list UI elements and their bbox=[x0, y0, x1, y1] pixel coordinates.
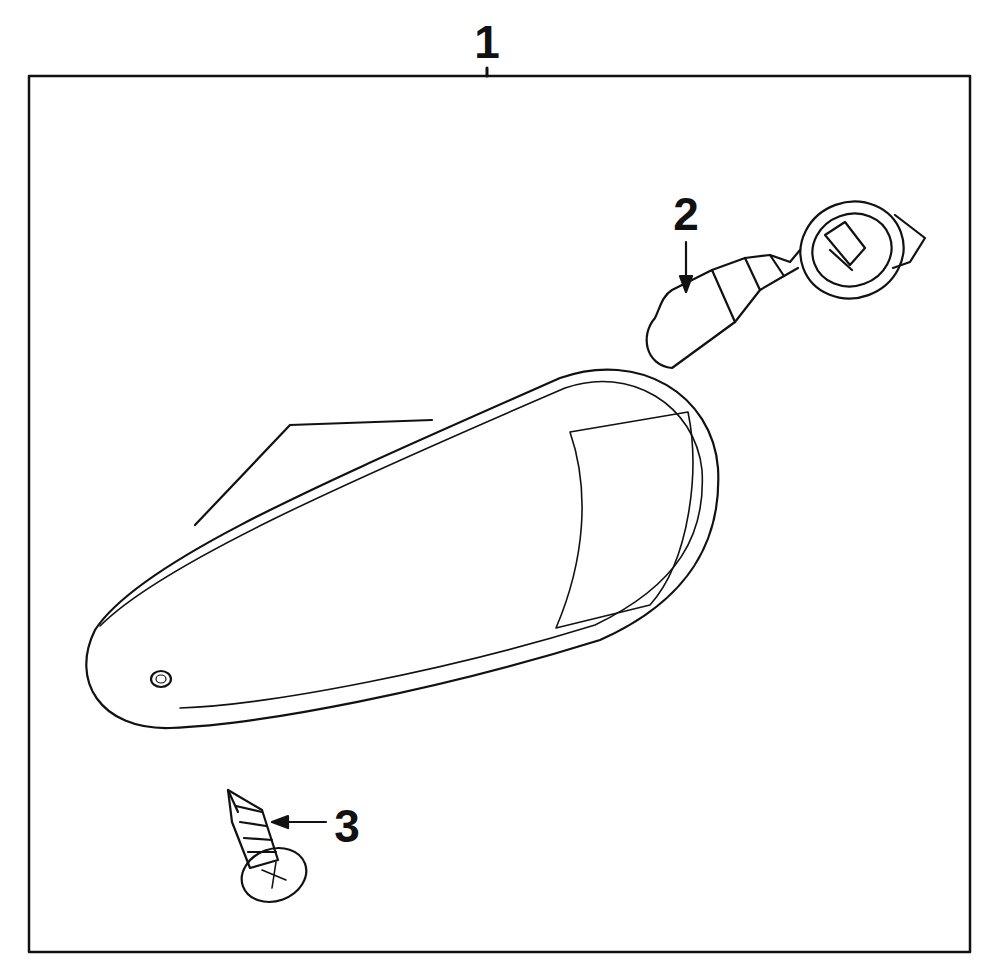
leader-arrow bbox=[685, 242, 687, 280]
callout-number: 1 bbox=[474, 19, 500, 65]
leader-line bbox=[486, 68, 489, 76]
mount-hole bbox=[151, 671, 171, 687]
arrowhead bbox=[272, 816, 288, 828]
lens-rim bbox=[100, 381, 702, 708]
housing-edge bbox=[195, 420, 432, 525]
bulb bbox=[647, 250, 800, 368]
bulb-socket bbox=[787, 187, 925, 313]
leader-arrow bbox=[286, 821, 326, 823]
callout-number: 2 bbox=[673, 191, 699, 237]
arrowhead bbox=[680, 276, 692, 292]
lens-window bbox=[556, 412, 693, 628]
mount-hole bbox=[156, 675, 166, 683]
screw bbox=[228, 790, 314, 911]
lamp-lens bbox=[86, 370, 718, 728]
group-frame bbox=[29, 76, 970, 952]
callout-number: 3 bbox=[334, 803, 360, 849]
